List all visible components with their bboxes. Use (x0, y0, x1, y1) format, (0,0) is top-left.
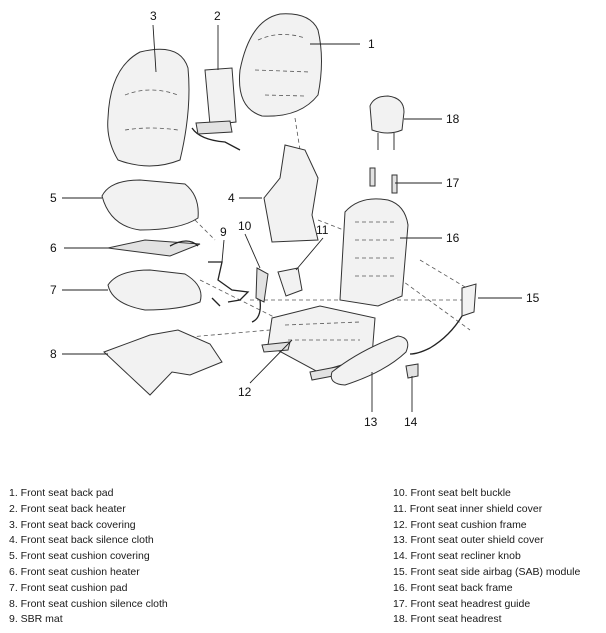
legend-item: 17. Front seat headrest guide (393, 597, 531, 610)
legend-item: 5. Front seat cushion covering (9, 550, 150, 563)
callout-1: 1 (368, 37, 375, 51)
legend-item: 3. Front seat back covering (9, 518, 136, 531)
legend-item: 7. Front seat cushion pad (9, 581, 128, 594)
part-cushion-heater (107, 239, 201, 257)
leader-lines (62, 24, 522, 412)
callout-4: 4 (228, 191, 235, 205)
part-recliner-knob (405, 363, 419, 379)
callout-11: 11 (316, 223, 329, 237)
part-outer-shield-cover (330, 335, 409, 386)
callout-numbers: 1 2 3 4 5 6 7 8 9 10 11 12 13 14 15 16 1… (50, 9, 540, 429)
legend-item: 9. SBR mat (9, 613, 63, 626)
part-cushion-covering (101, 179, 199, 231)
legend-item: 15. Front seat side airbag (SAB) module (393, 565, 581, 578)
legend-item: 10. Front seat belt buckle (393, 487, 511, 499)
part-back-frame (339, 198, 409, 307)
callout-10: 10 (238, 219, 252, 233)
legend-item: 12. Front seat cushion frame (393, 518, 527, 531)
part-headrest (369, 95, 405, 150)
legend-left-column: 1. Front seat back pad 2. Front seat bac… (9, 486, 168, 628)
legend-item: 18. Front seat headrest (393, 613, 502, 626)
legend-item: 1. Front seat back pad (9, 487, 114, 499)
part-headrest-guide (369, 167, 398, 194)
callout-6: 6 (50, 241, 57, 255)
callout-5: 5 (50, 191, 57, 205)
callout-16: 16 (446, 231, 460, 245)
callout-2: 2 (214, 9, 221, 23)
exploded-seat-diagram: 1 2 3 4 5 6 7 8 9 10 11 12 13 14 15 16 1… (50, 9, 540, 429)
callout-13: 13 (364, 415, 378, 429)
part-sbr-mat (208, 261, 250, 307)
callout-15: 15 (526, 291, 540, 305)
part-back-pad (238, 13, 322, 117)
legend-item: 13. Front seat outer shield cover (393, 534, 544, 547)
callout-17: 17 (446, 176, 460, 190)
part-belt-buckle (251, 267, 269, 323)
callout-18: 18 (446, 112, 460, 126)
legend-item: 14. Front seat recliner knob (393, 550, 521, 563)
part-back-silence-cloth (263, 144, 319, 243)
part-cushion-silence-cloth (103, 329, 223, 396)
part-back-heater (191, 67, 241, 151)
legend-item: 4. Front seat back silence cloth (9, 534, 154, 547)
callout-7: 7 (50, 283, 57, 297)
part-cushion-pad (107, 269, 202, 311)
legend-item: 8. Front seat cushion silence cloth (9, 597, 168, 610)
part-side-airbag-module (409, 283, 477, 355)
legend-item: 11. Front seat inner shield cover (393, 502, 543, 515)
callout-3: 3 (150, 9, 157, 23)
legend-right-column: 10. Front seat belt buckle 11. Front sea… (393, 486, 580, 628)
legend-item: 6. Front seat cushion heater (9, 565, 140, 578)
callout-9: 9 (220, 225, 227, 239)
callout-8: 8 (50, 347, 57, 361)
legend-item: 2. Front seat back heater (9, 502, 126, 515)
callout-12: 12 (238, 385, 252, 399)
part-back-covering (107, 48, 190, 167)
callout-14: 14 (404, 415, 418, 429)
part-inner-shield-cover (277, 267, 303, 297)
legend-item: 16. Front seat back frame (393, 581, 513, 594)
